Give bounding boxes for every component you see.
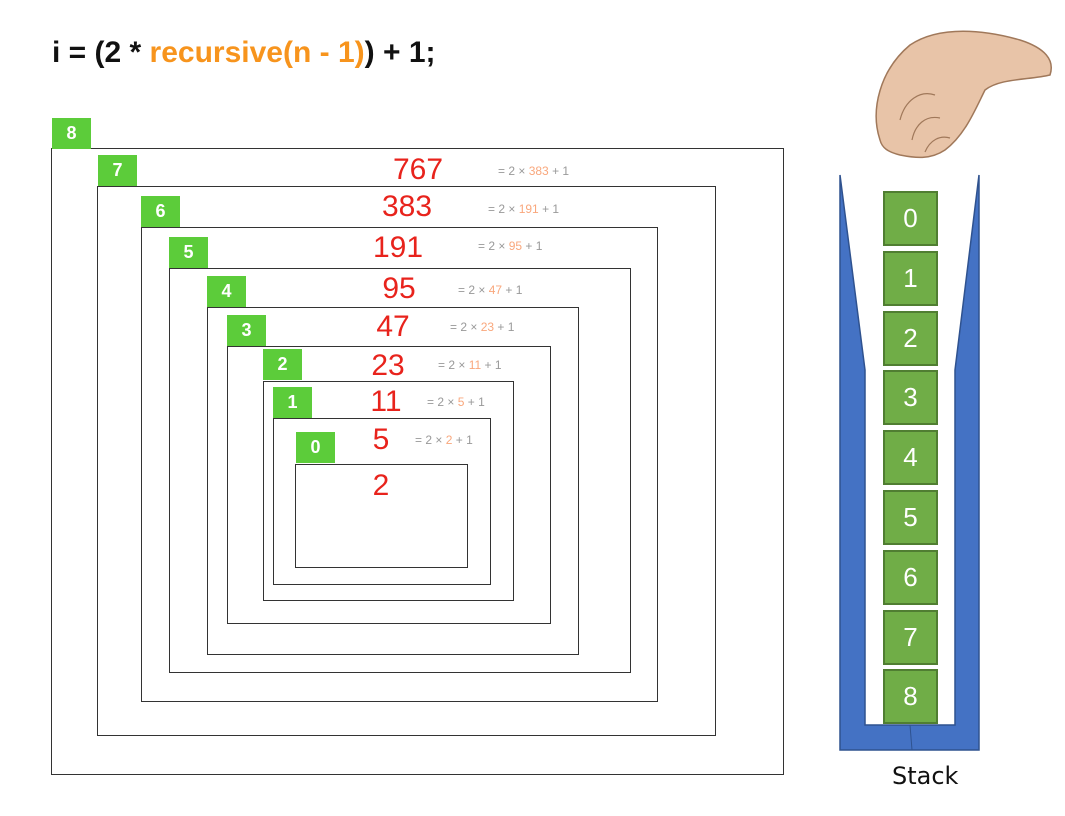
formula-post: + 1 [502,283,523,297]
formula-post: + 1 [452,433,473,447]
frame-label: 1 [273,387,312,418]
formula-pre: = 2 × [488,202,519,216]
frame-label: 4 [207,276,246,307]
formula-n: 47 [488,283,503,297]
frame-formula: = 2 × 5 + 1 [427,395,485,409]
frame-label: 5 [169,237,208,268]
frame-7 [97,186,716,736]
formula-n: 95 [508,239,523,253]
formula-post: + 1 [464,395,485,409]
frame-value: 95 [382,272,416,305]
formula-pre: = 2 × [438,358,469,372]
frame-1 [273,418,491,585]
frame-value: 767 [392,153,444,186]
formula-post: + 1 [481,358,502,372]
formula-n: 5 [457,395,465,409]
frame-value: 47 [376,310,410,343]
frame-value: 191 [372,231,424,264]
frame-formula: = 2 × 2 + 1 [415,433,473,447]
title-prefix: i = (2 * [52,36,150,69]
formula-pre: = 2 × [427,395,458,409]
frame-value: 11 [370,385,402,418]
hand-icon [875,30,1052,159]
frame-formula: = 2 × 11 + 1 [438,358,502,372]
frame-label: 8 [52,118,91,149]
frame-value: 383 [381,190,433,223]
frame-label: 0 [296,432,335,463]
frame-label: 6 [141,196,180,227]
formula-n: 383 [528,164,549,178]
stack-item: 7 [883,609,938,665]
title-suffix: ) + 1; [364,36,436,69]
frame-formula: = 2 × 191 + 1 [488,202,559,216]
formula-pre: = 2 × [415,433,446,447]
frame-6 [141,227,658,702]
stack-tube [839,174,980,751]
frame-value: 5 [372,423,390,456]
formula-post: + 1 [522,239,543,253]
frame-5 [169,268,631,673]
stack-item: 8 [883,669,938,725]
formula-n: 11 [468,358,482,372]
formula-post: + 1 [538,202,560,216]
formula-n: 2 [445,433,453,447]
stack-item: 5 [883,490,938,545]
frame-2 [263,381,514,601]
frame-label: 3 [227,315,266,346]
frame-formula: = 2 × 47 + 1 [458,283,522,297]
formula-post: + 1 [548,164,570,178]
formula-pre: = 2 × [498,164,529,178]
frame-formula: = 2 × 23 + 1 [450,320,514,334]
frame-formula: = 2 × 95 + 1 [478,239,542,253]
formula-n: 23 [480,320,495,334]
frame-value: 23 [371,349,405,382]
frame-label: 2 [263,349,302,380]
frame-4 [207,307,579,655]
title-recursive-call: recursive(n - 1) [149,36,365,69]
frame-0 [295,464,468,568]
code-title: i = (2 * recursive(n - 1)) + 1; [52,36,436,70]
stack-item: 6 [883,549,938,605]
formula-n: 191 [518,202,539,216]
formula-pre: = 2 × [450,320,481,334]
stack-item: 3 [883,370,938,426]
frame-label: 7 [98,155,137,186]
stack-item: 0 [883,191,938,246]
frame-formula: = 2 × 383 + 1 [498,164,569,178]
frame-8 [51,148,784,775]
formula-post: + 1 [494,320,515,334]
stack-label: Stack [892,762,959,790]
innermost-value: 2 [372,469,390,502]
stack-item: 1 [883,250,938,306]
formula-pre: = 2 × [458,283,489,297]
stack-item: 4 [883,430,938,486]
formula-pre: = 2 × [478,239,509,253]
frame-3 [227,346,551,624]
stack-item: 2 [883,310,938,366]
